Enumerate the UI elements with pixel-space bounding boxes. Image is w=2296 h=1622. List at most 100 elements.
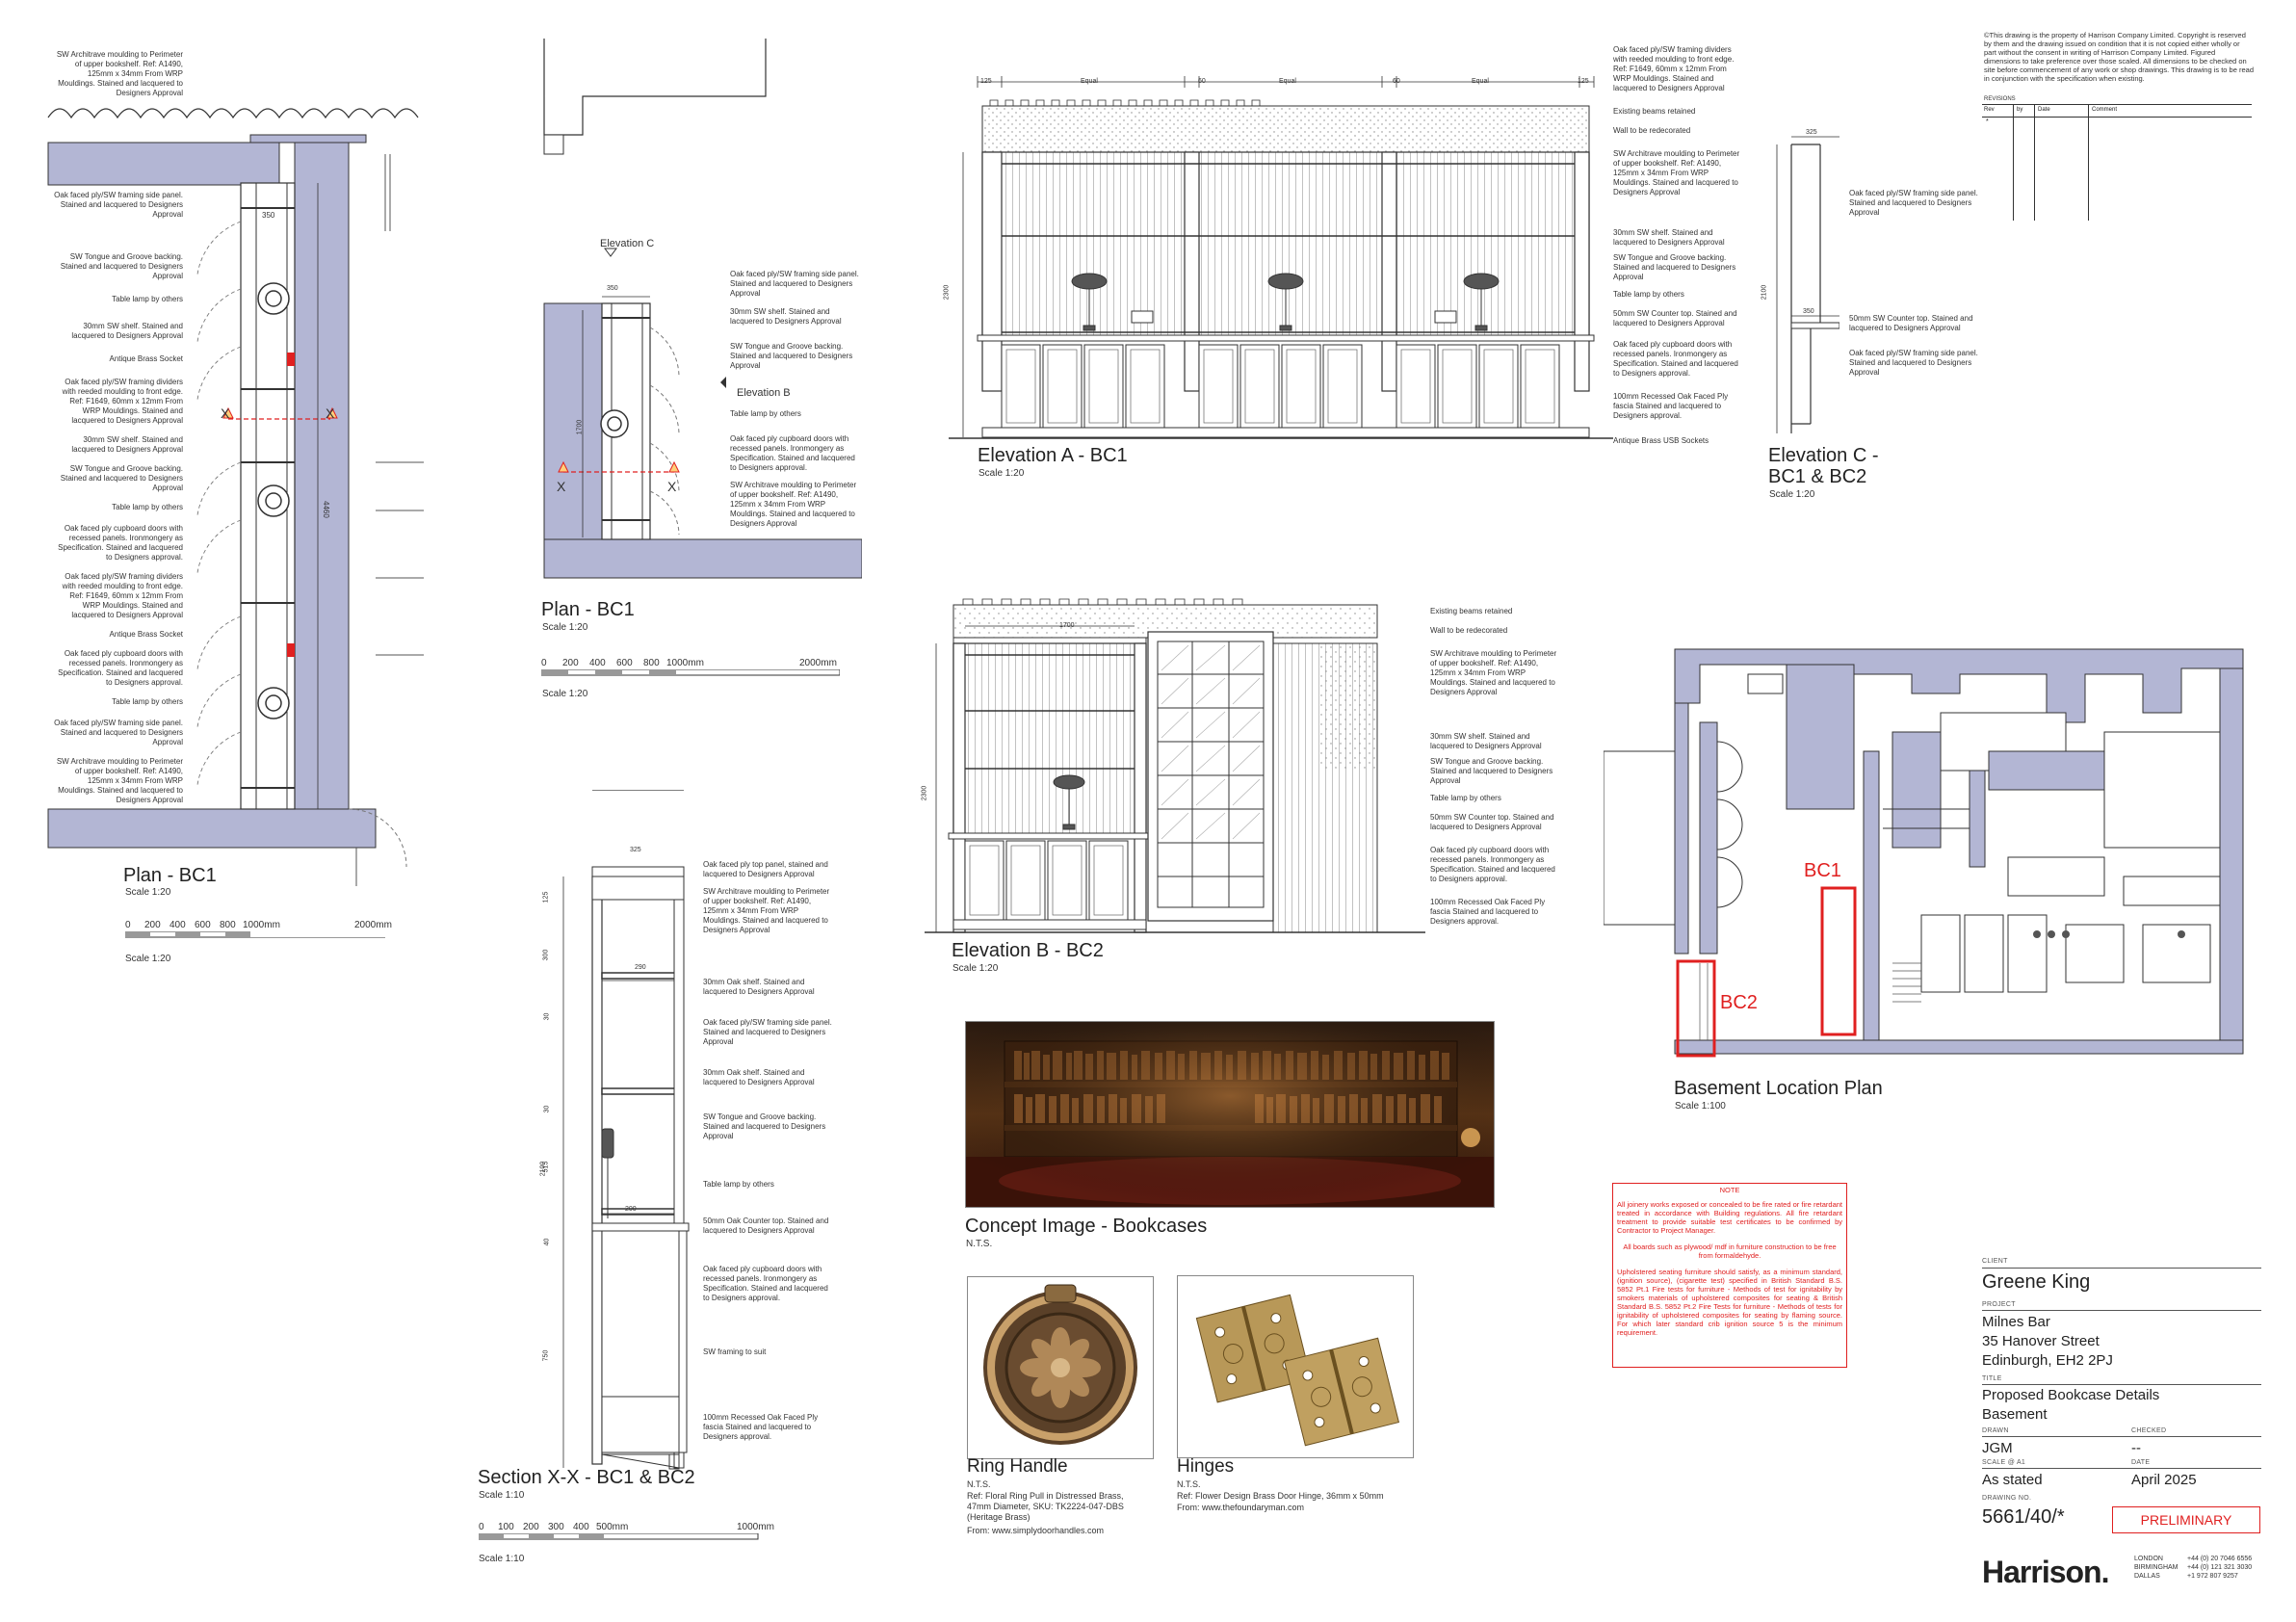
note: SW Tongue and Groove backing. Stained an… bbox=[60, 252, 183, 280]
hinges-title: Hinges bbox=[1177, 1456, 1235, 1477]
basement-location-plan bbox=[1604, 648, 2244, 1058]
date-value: April 2025 bbox=[2131, 1472, 2197, 1488]
note: Oak faced ply cupboard doors with recess… bbox=[1613, 340, 1738, 378]
concept-image-title: Concept Image - Bookcases bbox=[965, 1216, 1208, 1237]
elevation-a-notes: Oak faced ply/SW framing dividers with r… bbox=[1613, 45, 1743, 446]
elevation-c-notes: Oak faced ply/SW framing side panel. Sta… bbox=[1849, 189, 1978, 378]
plan-bc1-mid-notes: Oak faced ply/SW framing side panel. Sta… bbox=[730, 270, 860, 529]
hinges-source: From: www.thefoundaryman.com bbox=[1177, 1503, 1305, 1512]
note: SW Architrave moulding to Perimeter of u… bbox=[730, 481, 857, 528]
note: Wall to be redecorated bbox=[1613, 126, 1691, 135]
note: 100mm Recessed Oak Faced Ply fascia Stai… bbox=[703, 1413, 819, 1441]
elevation-c-marker: Elevation C bbox=[600, 238, 655, 249]
client-name: Greene King bbox=[1982, 1271, 2091, 1293]
note: 100mm Recessed Oak Faced Ply fascia Stai… bbox=[1613, 392, 1729, 420]
checked-value: -- bbox=[2131, 1440, 2141, 1456]
harrison-logo: Harrison. bbox=[1982, 1555, 2109, 1589]
ring-handle-ref: Ref: Floral Ring Pull in Distressed Bras… bbox=[967, 1491, 1124, 1522]
project-line-1: Milnes Bar bbox=[1982, 1314, 2050, 1330]
dim-equal: Equal bbox=[1279, 78, 1296, 85]
note: Oak faced ply/SW framing side panel. Sta… bbox=[1849, 349, 1978, 377]
status-badge: PRELIMINARY bbox=[2112, 1506, 2260, 1533]
location-tag-bc2: BC2 bbox=[1720, 992, 1758, 1013]
note: SW Architrave moulding to Perimeter of u… bbox=[703, 887, 830, 934]
dim-515-s: 515 bbox=[542, 1161, 550, 1173]
project-line-2: 35 Hanover Street bbox=[1982, 1333, 2100, 1349]
note: SW Tongue and Groove backing. Stained an… bbox=[730, 342, 853, 370]
note-heading: NOTE bbox=[1719, 1186, 1740, 1194]
note-paragraph: All joinery works exposed or concealed t… bbox=[1617, 1200, 1842, 1235]
dim-350-c: 350 bbox=[1803, 308, 1814, 315]
dim-325-s: 325 bbox=[630, 847, 641, 853]
scale-value: As stated bbox=[1982, 1472, 2043, 1488]
note: SW Architrave moulding to Perimeter of u… bbox=[1613, 149, 1740, 196]
office-phone: +44 (0) 20 7046 6556 bbox=[2187, 1556, 2253, 1562]
note: Antique Brass Socket bbox=[109, 354, 183, 363]
note: Oak faced ply cupboard doors with recess… bbox=[58, 524, 183, 562]
drawing-number: 5661/40/* bbox=[1982, 1506, 2065, 1528]
note: 30mm SW shelf. Stained and lacquered to … bbox=[1430, 732, 1542, 750]
hinges-nts: N.T.S. bbox=[1177, 1479, 1201, 1489]
dim-1700-b: 1700 bbox=[1059, 622, 1075, 629]
elevation-b-drawing bbox=[925, 598, 1425, 933]
section-xx-scale: Scale 1:10 bbox=[479, 1490, 525, 1501]
dim-125: 125 bbox=[1578, 78, 1589, 85]
note: Table lamp by others bbox=[112, 295, 183, 303]
plan-bc1-left-drawing: 4460 350 bbox=[47, 108, 424, 886]
elevation-a-scale: Scale 1:20 bbox=[978, 468, 1025, 479]
revisions-label: REVISIONS bbox=[1984, 96, 2016, 102]
dim-2300: 2300 bbox=[943, 284, 951, 301]
elevation-b-marker: Elevation B bbox=[737, 387, 791, 399]
dim-60: 60 bbox=[1198, 78, 1206, 85]
note: 30mm Oak shelf. Stained and lacquered to… bbox=[703, 1068, 815, 1086]
rev-0: * bbox=[1986, 118, 1989, 125]
rev-col: by bbox=[2017, 107, 2023, 113]
note: Oak faced ply/SW framing dividers with r… bbox=[1613, 45, 1735, 92]
note: Antique Brass USB Sockets bbox=[1613, 436, 1709, 445]
dim-40-s: 40 bbox=[543, 1238, 551, 1246]
ring-handle-title: Ring Handle bbox=[967, 1456, 1068, 1477]
scale-tick: 2000mm bbox=[799, 658, 837, 668]
scale-tick: 600 bbox=[616, 658, 633, 668]
ring-handle-nts: N.T.S. bbox=[967, 1479, 991, 1489]
scale-bar-mid-caption: Scale 1:20 bbox=[542, 689, 588, 699]
note: 30mm SW shelf. Stained and lacquered to … bbox=[71, 322, 183, 340]
note: 50mm SW Counter top. Stained and lacquer… bbox=[1430, 813, 1554, 831]
scale-bar-section-caption: Scale 1:10 bbox=[479, 1554, 525, 1564]
scale-tick: 2000mm bbox=[354, 920, 392, 930]
note: SW Architrave moulding to Perimeter of u… bbox=[1430, 649, 1557, 696]
scale-tick: 300 bbox=[548, 1522, 564, 1532]
note: SW Tongue and Groove backing. Stained an… bbox=[1613, 253, 1736, 281]
section-marker-x-left: X bbox=[221, 406, 230, 421]
dim-290: 290 bbox=[635, 964, 646, 971]
scale-bar-section: 0 100 200 300 400 500mm 1000mm bbox=[479, 1522, 777, 1551]
note: 100mm Recessed Oak Faced Ply fascia Stai… bbox=[1430, 898, 1546, 926]
office-phone: +44 (0) 121 321 3030 bbox=[2187, 1564, 2253, 1571]
title-block: CLIENT Greene King PROJECT Milnes Bar 35… bbox=[1982, 1258, 2261, 1595]
elevation-b-scale: Scale 1:20 bbox=[952, 963, 999, 974]
note: Oak faced ply top panel, stained and lac… bbox=[703, 860, 828, 878]
scale-tick: 400 bbox=[170, 920, 186, 930]
dim-4460: 4460 bbox=[322, 501, 330, 518]
plan-bc1-left-title: Plan - BC1 bbox=[123, 865, 217, 886]
scale-bar-left-caption: Scale 1:20 bbox=[125, 954, 171, 964]
scale-tick: 0 bbox=[541, 658, 547, 668]
dim-equal: Equal bbox=[1472, 78, 1489, 85]
location-plan-title: Basement Location Plan bbox=[1674, 1078, 1883, 1099]
scale-label: SCALE @ A1 bbox=[1982, 1459, 2026, 1466]
scale-tick: 800 bbox=[220, 920, 236, 930]
dim-2100-c: 2100 bbox=[1761, 284, 1768, 301]
note: Oak faced ply/SW framing side panel. Sta… bbox=[54, 191, 183, 219]
hinges-ref: Ref: Flower Design Brass Door Hinge, 36m… bbox=[1177, 1491, 1384, 1501]
elevation-a-drawing bbox=[949, 76, 1613, 439]
note: Table lamp by others bbox=[1430, 794, 1501, 802]
client-label: CLIENT bbox=[1982, 1258, 2008, 1265]
section-marker-x-right: X bbox=[326, 406, 335, 421]
project-label: PROJECT bbox=[1982, 1301, 2016, 1308]
dim-60: 60 bbox=[1393, 78, 1400, 85]
scale-tick: 1000mm bbox=[737, 1522, 774, 1532]
plan-bc1-mid-scale: Scale 1:20 bbox=[542, 622, 588, 633]
note-paragraph: All boards such as plywood/ mdf in furni… bbox=[1623, 1243, 1837, 1260]
section-xx-title: Section X-X - BC1 & BC2 bbox=[478, 1467, 695, 1488]
note: 50mm SW Counter top. Stained and lacquer… bbox=[1613, 309, 1737, 327]
